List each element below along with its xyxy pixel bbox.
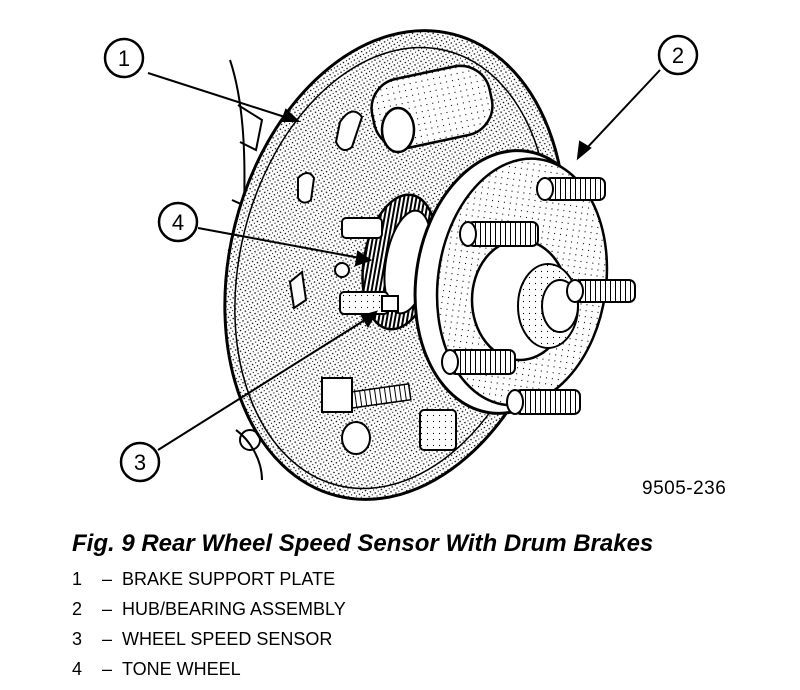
legend-label: WHEEL SPEED SENSOR [122,629,333,649]
legend-label: TONE WHEEL [122,659,241,679]
legend-separator: – [101,599,112,619]
legend-item: 1–BRAKE SUPPORT PLATE [72,564,346,594]
legend-separator: – [101,629,112,649]
wheel-studs [441,177,636,415]
legend-number: 1 [72,569,83,589]
legend-item: 2–HUB/BEARING ASSEMBLY [72,594,346,624]
brake-assembly-illustration: 1 2 3 4 [103,29,699,501]
figure-id: 9505-236 [642,478,727,499]
hub-bearing-assembly [413,149,636,415]
legend-item: 4–TONE WHEEL [72,654,346,684]
legend-separator: – [101,659,112,679]
legend-item: 3–WHEEL SPEED SENSOR [72,624,346,654]
callout-3-label: 3 [134,450,146,475]
wheel-speed-sensor [334,217,399,315]
legend-separator: – [101,569,112,589]
legend-number: 3 [72,629,83,649]
callout-1: 1 [103,37,145,79]
legend-number: 2 [72,599,83,619]
callout-4-label: 4 [172,210,184,235]
figure-caption: Fig. 9 Rear Wheel Speed Sensor With Drum… [72,530,654,557]
callout-2-label: 2 [672,43,684,68]
callout-leaders [147,69,661,451]
legend-list: 1–BRAKE SUPPORT PLATE 2–HUB/BEARING ASSE… [72,564,346,684]
legend-label: BRAKE SUPPORT PLATE [122,569,336,589]
callout-1-label: 1 [118,46,130,71]
legend-label: HUB/BEARING ASSEMBLY [122,599,346,619]
callout-3: 3 [119,441,161,483]
legend-number: 4 [72,659,83,679]
callout-4: 4 [157,201,199,243]
callout-2: 2 [657,34,699,76]
